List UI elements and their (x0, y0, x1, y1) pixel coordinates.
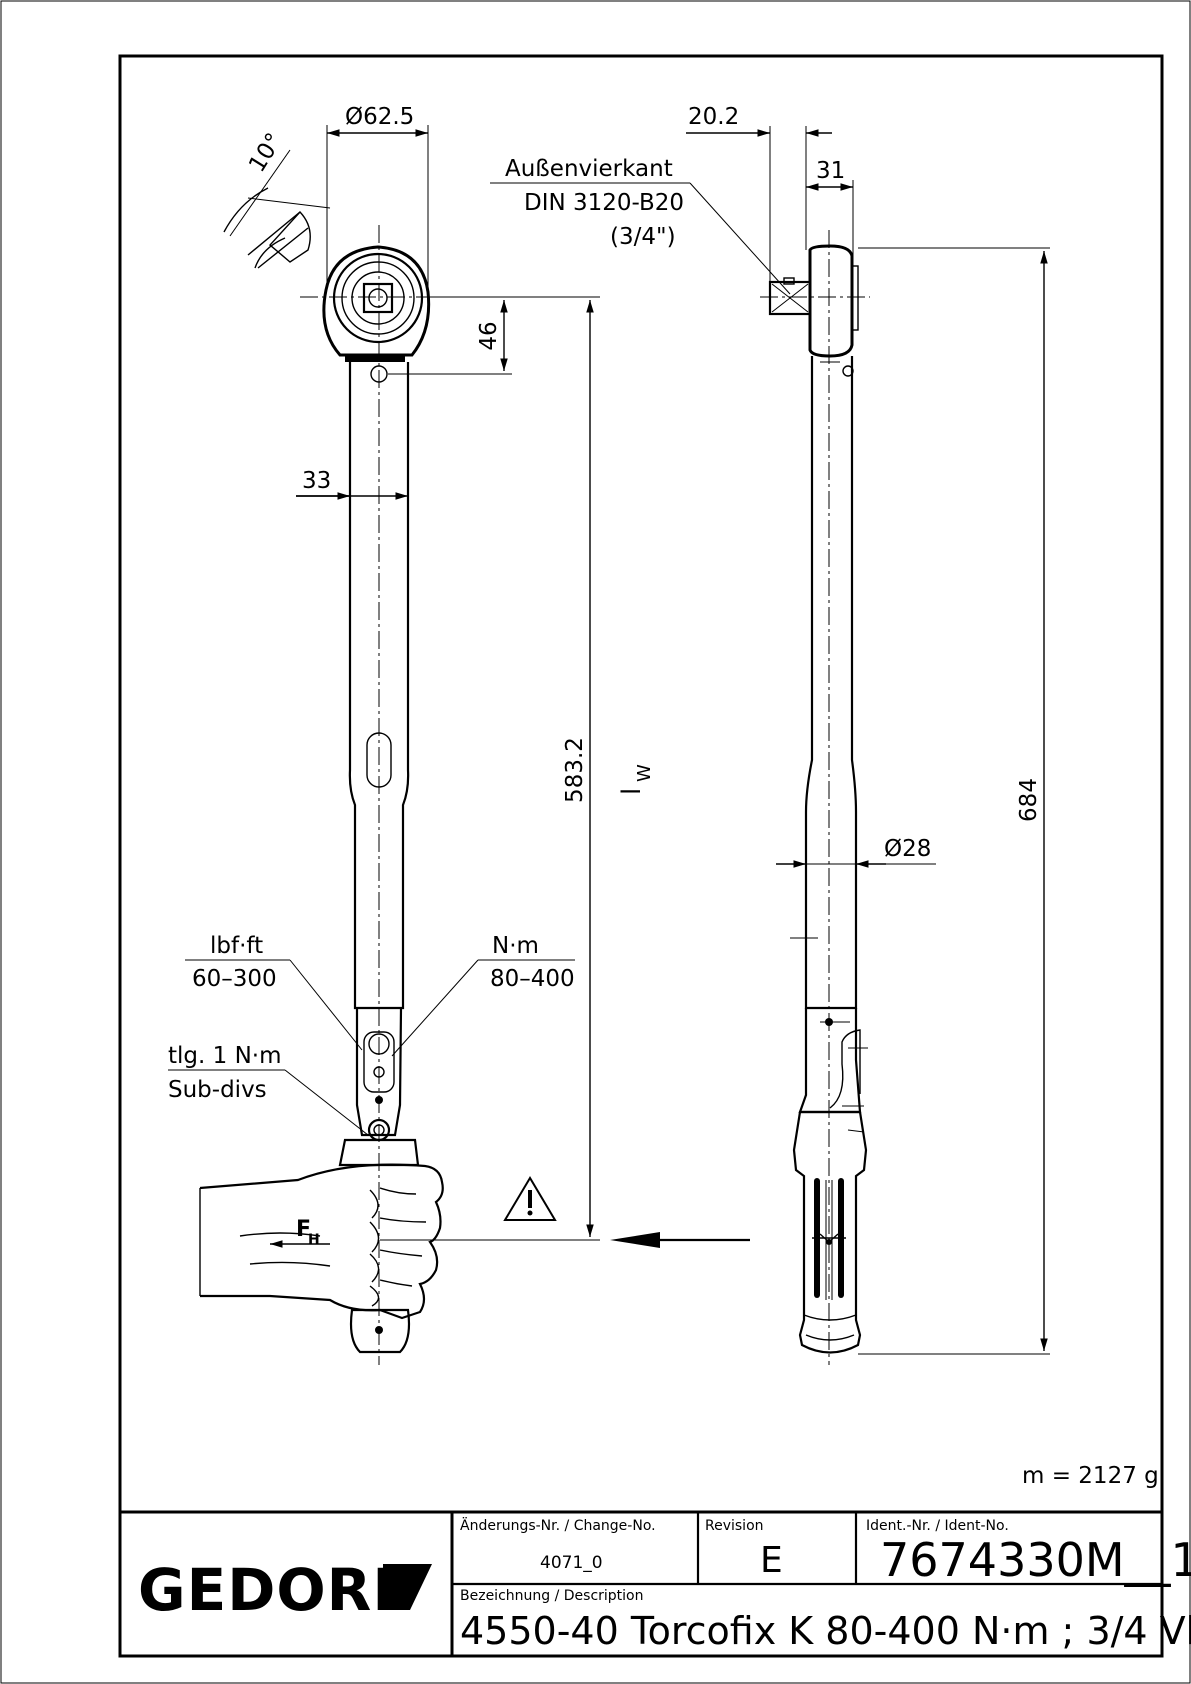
square-drive-size: (3/4") (610, 224, 676, 250)
square-drive-norm: DIN 3120-B20 (524, 190, 684, 216)
revision-label: Revision (705, 1518, 764, 1534)
title-block: GEDORE Änderungs-Nr. / Change-No. 4071_0… (120, 1510, 1191, 1656)
head-diameter-label: Ø62.5 (345, 104, 414, 130)
logo-text: GEDORE (138, 1556, 413, 1624)
total-length-label: 684 (1016, 778, 1042, 822)
hand-force-subscript: H (308, 1232, 320, 1248)
subdivision-en: Sub-divs (168, 1077, 267, 1103)
handle-width-label: 33 (302, 468, 331, 494)
effective-length-subscript: W (634, 764, 655, 782)
scale-nm-range: 80–400 (490, 966, 575, 992)
scale-lbf-unit: lbf·ft (210, 933, 263, 959)
ident-value: 7674330M__1 (880, 1533, 1191, 1587)
hand-force-label: F (296, 1217, 311, 1242)
hand-force-arrow (610, 1232, 750, 1248)
head-offset-label: 46 (476, 321, 502, 350)
effective-length-label: l (617, 788, 647, 795)
scale-nm-unit: N·m (492, 933, 539, 959)
shaft-diameter-label: Ø28 (884, 836, 931, 862)
mass-label: m = 2127 g (1022, 1463, 1159, 1489)
ident-label: Ident.-Nr. / Ident-No. (866, 1518, 1009, 1534)
warning-icon (503, 1176, 557, 1221)
wrench-side-view: 20.2 31 Außenvierkant DIN 3120-B20 (3/4"… (490, 104, 1050, 1365)
gedore-logo: GEDORE (138, 1556, 432, 1624)
change-no-label: Änderungs-Nr. / Change-No. (460, 1516, 656, 1534)
drive-offset-label: 20.2 (688, 104, 739, 130)
description-label: Bezeichnung / Description (460, 1588, 644, 1604)
length-to-drive-label: 583.2 (562, 737, 588, 803)
change-no-value: 4071_0 (540, 1553, 603, 1573)
drawing-frame (118, 54, 1164, 1658)
description-value: 4550-40 Torcofix K 80-400 N·m ; 3/4 Vkt (460, 1609, 1191, 1653)
scale-lbf-range: 60–300 (192, 966, 277, 992)
wrench-front-view: F H 10° Ø62.5 46 33 583.2 l W lbf (168, 104, 655, 1365)
drive-width-label: 31 (816, 158, 845, 184)
subdivision-de: tlg. 1 N·m (168, 1043, 282, 1069)
angle-label: 10° (244, 129, 288, 177)
revision-value: E (760, 1540, 783, 1581)
square-drive-de: Außenvierkant (505, 156, 673, 182)
